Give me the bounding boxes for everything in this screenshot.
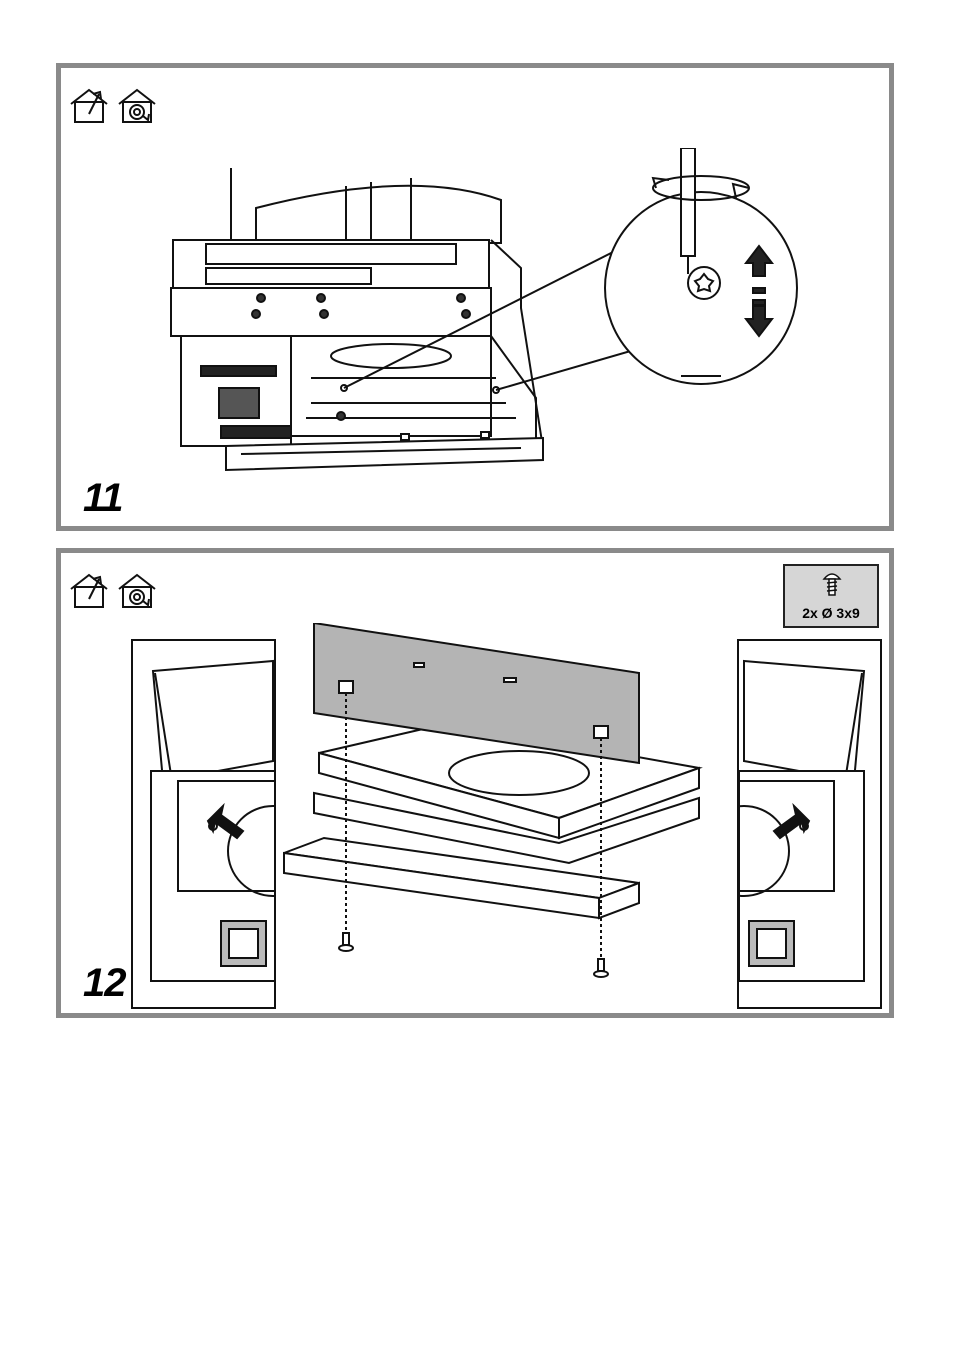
- recirculation-icon: [119, 575, 155, 607]
- detail-inset-left: [131, 639, 276, 1009]
- recirculation-icon: [119, 90, 155, 122]
- screw-spec-box: 2x Ø 3x9: [783, 564, 879, 628]
- step-12-panel: 2x Ø 3x9: [56, 548, 894, 1018]
- hood-adjustment-illustration: [161, 148, 811, 478]
- step-number: 12: [83, 961, 126, 1006]
- screw-spec-label: 2x Ø 3x9: [785, 605, 877, 621]
- ducted-outlet-icon: [71, 90, 107, 122]
- step-number: 11: [83, 476, 123, 521]
- mode-icons: [69, 86, 169, 126]
- step-11-panel: 11: [56, 63, 894, 531]
- screw-icon: [821, 569, 843, 599]
- detail-inset-right: [737, 639, 882, 1009]
- front-panel-assembly-illustration: [279, 623, 739, 983]
- ducted-outlet-icon: [71, 575, 107, 607]
- mode-icons: [69, 571, 169, 611]
